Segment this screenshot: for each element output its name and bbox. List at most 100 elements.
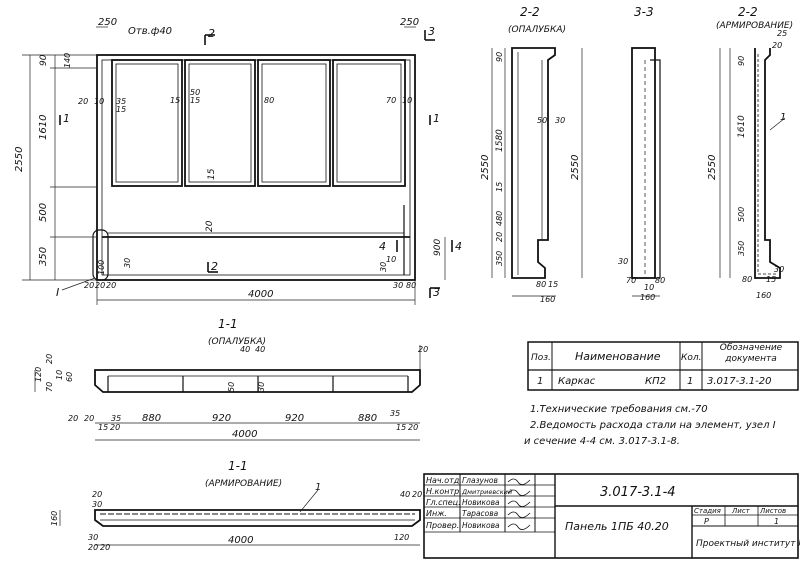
s33-160: 160 bbox=[640, 293, 655, 302]
s22a-leader: 1 bbox=[780, 112, 786, 123]
s11a-160: 160 bbox=[50, 511, 59, 526]
spec-header-doc: Обозначение документа bbox=[719, 343, 783, 364]
dim-20c: 20 bbox=[205, 220, 215, 232]
spec-row-qty: 1 bbox=[687, 376, 693, 387]
section-mark-4b: 4 bbox=[455, 240, 462, 253]
s33-80: 80 bbox=[655, 276, 665, 285]
s11a-20: 20 bbox=[92, 490, 102, 499]
dim-80: 80 bbox=[264, 96, 274, 105]
spec-header-qty: Кол. bbox=[681, 353, 702, 363]
section-mark-2-top: 2 bbox=[208, 27, 215, 40]
s11f-b20b: 20 bbox=[84, 414, 94, 423]
spec-table: Поз. Наименование Кол. Обозначение докум… bbox=[527, 341, 799, 391]
spec-row-doc: 3.017-3.1-20 bbox=[707, 376, 771, 387]
s11a-4000: 4000 bbox=[228, 535, 253, 546]
s22a-2550: 2550 bbox=[707, 155, 718, 180]
dim-15d: 15 bbox=[207, 168, 217, 180]
tb-org: Проектный институт №2 bbox=[696, 539, 800, 549]
s11f-b920a: 920 bbox=[212, 413, 231, 424]
s22a-90: 90 bbox=[737, 56, 746, 66]
s11f-b15b: 15 bbox=[396, 423, 406, 432]
s22a-15: 15 bbox=[766, 275, 776, 284]
section-mark-1-right: 1 bbox=[433, 112, 440, 125]
s11f-b20d: 20 bbox=[408, 423, 418, 432]
s11f-b880: 880 bbox=[142, 413, 161, 424]
s11f-10: 10 bbox=[55, 370, 64, 380]
tb-role-4: Инж. bbox=[426, 509, 447, 518]
section-mark-1-left: 1 bbox=[63, 112, 70, 125]
dim-10c: 10 bbox=[386, 255, 396, 264]
dim-30b: 30 bbox=[393, 281, 403, 290]
tb-sheets: 1 bbox=[774, 517, 779, 526]
tb-role-1: Нач.отд. bbox=[426, 476, 462, 485]
section-1-1-form-title: 1-1 bbox=[218, 317, 238, 331]
s22a-20: 20 bbox=[772, 41, 782, 50]
section-2-2-formwork: 2-2 (ОПАЛУБКА) 2550 90 1580 15 480 20 35… bbox=[480, 5, 566, 304]
dim-350: 350 bbox=[38, 247, 49, 266]
window-opening-4 bbox=[332, 59, 406, 187]
s11f-20b: 20 bbox=[45, 354, 54, 364]
dim-30: 30 bbox=[123, 258, 132, 268]
dim-70: 70 bbox=[386, 96, 396, 105]
window-opening-2 bbox=[184, 59, 256, 187]
section-2-2-arm-subtitle: (АРМИРОВАНИЕ) bbox=[716, 21, 793, 31]
spec-row-mark: КП2 bbox=[645, 376, 666, 387]
spec-row-name: Каркас bbox=[558, 376, 596, 387]
dim-20f: 20 bbox=[95, 281, 105, 290]
window-opening-3 bbox=[257, 59, 331, 187]
s22a-80: 80 bbox=[742, 275, 752, 284]
s11a-30: 30 bbox=[92, 500, 102, 509]
dim-10b: 10 bbox=[402, 96, 412, 105]
dim-15a: 15 bbox=[116, 105, 126, 114]
s22a-500: 500 bbox=[737, 207, 746, 222]
s22f-480: 480 bbox=[495, 211, 504, 226]
dim-30c: 30 bbox=[379, 262, 388, 272]
s33-10: 10 bbox=[644, 283, 654, 292]
s11f-70: 70 bbox=[45, 382, 54, 392]
tb-sheet-label: Лист bbox=[731, 507, 751, 515]
s11f-40b: 40 bbox=[255, 345, 265, 354]
s22a-1610: 1610 bbox=[737, 115, 747, 138]
tb-sheets-label: Листов bbox=[759, 507, 786, 515]
s22f-15: 15 bbox=[495, 182, 504, 192]
tb-name-2: Дмитриевский bbox=[461, 488, 512, 496]
section-1-1-reinforcement: 1-1 (АРМИРОВАНИЕ) 1 20 30 40 20 160 30 1… bbox=[50, 459, 422, 552]
s11f-b35b: 35 bbox=[390, 409, 400, 418]
front-view: 250 250 Отв.ф40 2550 90 140 1610 500 350… bbox=[14, 17, 462, 305]
s11a-20b: 20 bbox=[412, 490, 422, 499]
section-1-1-arm-subtitle: (АРМИРОВАНИЕ) bbox=[205, 479, 282, 489]
s11f-b15a: 15 bbox=[98, 423, 108, 432]
tb-name-1: Глазунов bbox=[462, 476, 498, 485]
dim-900: 900 bbox=[433, 239, 443, 256]
dim-top-left: 250 bbox=[98, 17, 117, 28]
dim-20g: 20 bbox=[106, 281, 116, 290]
tb-name-4: Тарасова bbox=[462, 509, 499, 518]
section-2-2-form-title: 2-2 bbox=[520, 5, 540, 19]
section-3-3: 3-3 2550 30 70 10 160 80 bbox=[570, 5, 665, 302]
note-3: и сечение 4-4 см. 3.017-3.1-8. bbox=[524, 436, 680, 447]
s33-30: 30 bbox=[618, 257, 628, 266]
note-2: 2.Ведомость расхода стали на элемент, уз… bbox=[530, 420, 776, 431]
s22f-80: 80 bbox=[536, 280, 546, 289]
section-2-2-reinforcement: 2-2 (АРМИРОВАНИЕ) 1 25 20 2550 90 1610 5… bbox=[707, 5, 793, 300]
s11a-120: 120 bbox=[394, 533, 409, 542]
s22f-90: 90 bbox=[495, 52, 504, 62]
s22a-160: 160 bbox=[756, 291, 771, 300]
spec-header-pos: Поз. bbox=[531, 353, 551, 363]
s22a-350: 350 bbox=[737, 241, 746, 256]
opening-label: Отв.ф40 bbox=[128, 26, 172, 37]
tb-role-5: Провер. bbox=[426, 521, 459, 530]
dim-20a: 20 bbox=[78, 97, 88, 106]
section-2-2-arm-title: 2-2 bbox=[738, 5, 758, 19]
section-mark-4: 4 bbox=[379, 240, 386, 253]
s11f-20top: 20 bbox=[418, 345, 428, 354]
dim-35: 35 bbox=[116, 97, 126, 106]
section-mark-3-top: 3 bbox=[428, 25, 435, 38]
s11f-b20c: 20 bbox=[110, 423, 120, 432]
dim-4000: 4000 bbox=[248, 289, 273, 300]
tb-role-3: Гл.спец. bbox=[426, 498, 461, 507]
tb-stage: Р bbox=[704, 517, 709, 526]
dim-90: 90 bbox=[39, 54, 49, 66]
dim-height-total: 2550 bbox=[14, 147, 25, 172]
dim-top-right: 250 bbox=[400, 17, 419, 28]
